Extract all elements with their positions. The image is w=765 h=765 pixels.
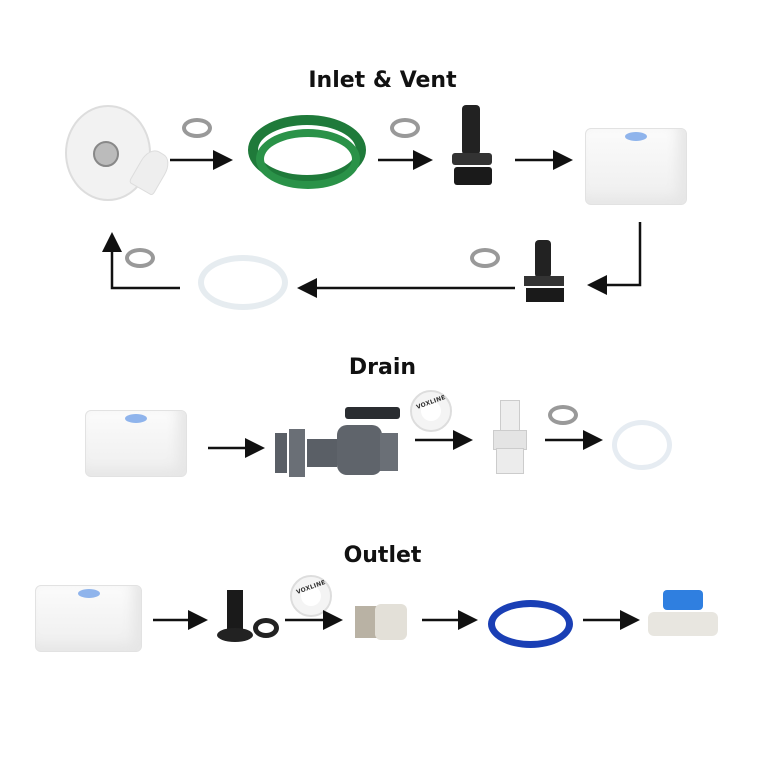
ball-valve-image (275, 405, 405, 480)
clear-vent-hose-image (198, 255, 288, 310)
arrow (587, 222, 642, 295)
arrow (102, 232, 180, 290)
hose-clamp-image (470, 248, 500, 268)
blue-pipe-image (488, 600, 573, 648)
hose-clamp-image (182, 118, 212, 138)
push-fit-adaptor-image (355, 600, 410, 645)
water-tank-image (85, 410, 187, 477)
tank-fitting-image (450, 105, 500, 195)
section-title-outlet: Outlet (343, 543, 422, 568)
ptfe-tape-image: VOXLINE (410, 390, 452, 432)
inlet-hatch-image (65, 105, 174, 215)
hose-tail-image (490, 400, 530, 475)
water-tank-image (585, 128, 687, 205)
clear-hose-image (612, 420, 672, 470)
hose-clamp-image (548, 405, 578, 425)
hose-clamp-image (125, 248, 155, 268)
shutoff-valve-image (648, 590, 718, 645)
tank-connector-image (215, 590, 285, 650)
green-hose-image (248, 115, 368, 205)
section-title-inlet-vent: Inlet & Vent (308, 68, 457, 93)
section-title-drain: Drain (348, 355, 417, 380)
water-tank-image (35, 585, 142, 652)
tank-fitting-image (522, 240, 572, 310)
hose-clamp-image (390, 118, 420, 138)
